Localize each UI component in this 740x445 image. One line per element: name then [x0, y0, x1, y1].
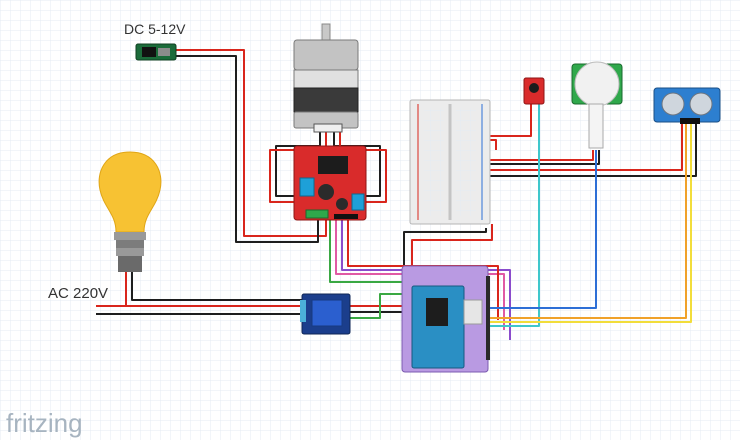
breadboard-black-wire — [403, 228, 487, 276]
ac-power-label: AC 220V — [48, 285, 108, 302]
driver-green-wire — [329, 220, 402, 283]
dc-red-wire — [176, 49, 327, 237]
ultrasonic-orange-wire — [488, 124, 687, 319]
sound-sensor-icon — [523, 77, 545, 105]
pir-sensor-icon — [571, 61, 623, 149]
breadboard-icon — [409, 99, 491, 225]
light-bulb-icon — [98, 151, 162, 272]
breadboard-red-wire — [411, 224, 493, 276]
ultrasonic-black-wire — [488, 124, 697, 177]
ultrasonic-red-wire — [488, 124, 683, 171]
arduino-board-icon — [401, 265, 490, 373]
pir-red-wire — [488, 150, 594, 161]
ultrasonic-sensor-icon — [653, 87, 721, 124]
ultrasonic-yellow-wire — [488, 124, 692, 323]
l298n-driver-icon — [293, 145, 367, 221]
motor-coil-wire-b — [269, 132, 327, 203]
pir-blue-wire — [488, 150, 597, 309]
wires — [96, 49, 697, 340]
motor-coil-wire-c — [333, 132, 381, 197]
motor-coil-wire-a — [275, 132, 321, 197]
sound-sensor-red-wire — [488, 104, 532, 137]
pir-black-wire — [488, 150, 600, 165]
relay-green-wire — [350, 293, 402, 319]
motor-coil-wire-d — [339, 132, 387, 203]
sound-sensor-cyan-wire — [488, 104, 540, 327]
dc-barrel-jack-icon — [135, 43, 177, 61]
relay-module-icon — [300, 293, 351, 335]
breadboard-right-red — [488, 139, 497, 150]
stepper-motor-icon — [293, 23, 359, 133]
bulb-black-wire — [131, 272, 304, 301]
dc-black-wire — [176, 55, 319, 243]
brand-label: fritzing — [6, 408, 83, 438]
dc-power-label: DC 5-12V — [124, 21, 186, 37]
